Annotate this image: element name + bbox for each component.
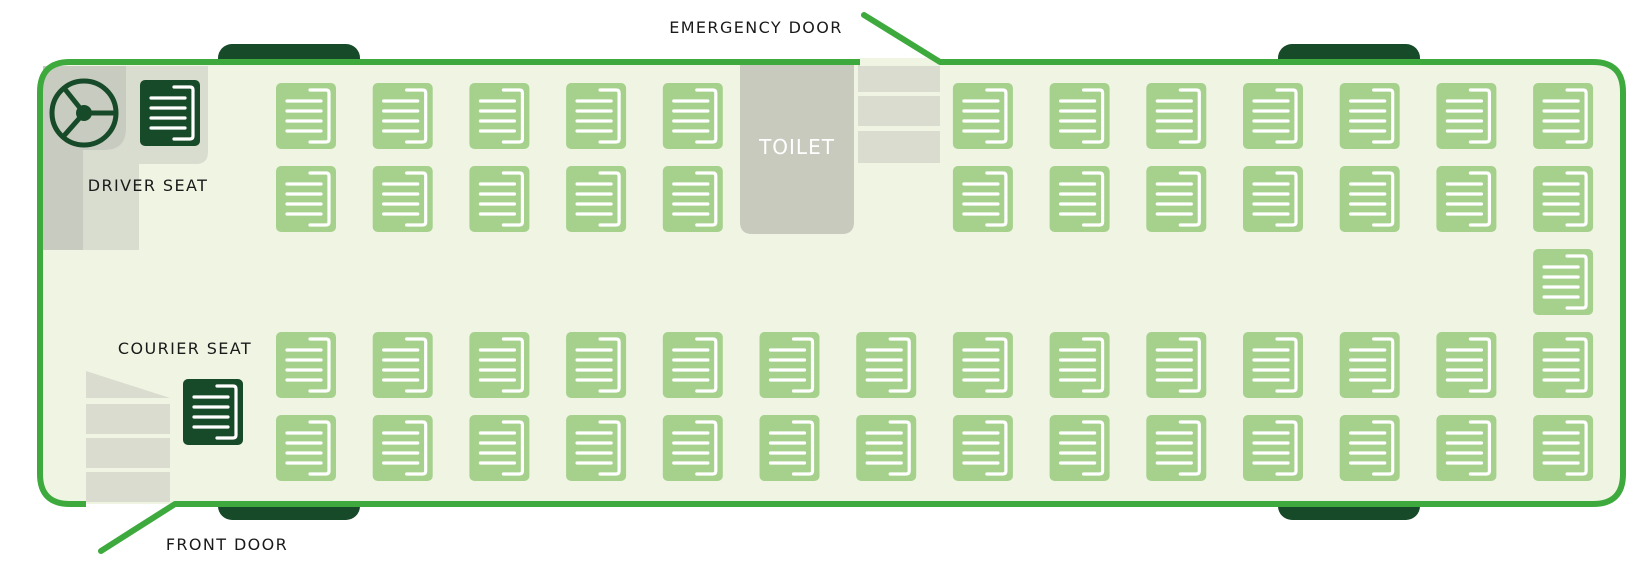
toilet-area: TOILET (740, 64, 854, 234)
passenger-seat-icon[interactable] (274, 330, 338, 400)
passenger-seat-icon[interactable] (1338, 413, 1402, 483)
passenger-seat-icon[interactable] (1434, 413, 1499, 483)
passenger-seat-icon[interactable] (1338, 81, 1402, 151)
passenger-seat-icon[interactable] (371, 330, 435, 400)
passenger-seat-icon[interactable] (1434, 81, 1499, 151)
passenger-seat-icon[interactable] (1047, 81, 1112, 151)
passenger-seat-icon[interactable] (1338, 330, 1402, 400)
passenger-seat-icon[interactable] (1531, 413, 1595, 483)
courier-seat-label: COURIER SEAT (118, 339, 252, 358)
passenger-seat-icon[interactable] (1241, 330, 1305, 400)
passenger-seat-icon[interactable] (564, 413, 628, 483)
passenger-seat-icon[interactable] (564, 81, 628, 151)
passenger-seat-icon[interactable] (467, 81, 532, 151)
front-door-label: FRONT DOOR (166, 535, 288, 554)
driver-seat-label: DRIVER SEAT (88, 176, 209, 195)
passenger-seat-icon[interactable] (757, 413, 822, 483)
passenger-seat-icon[interactable] (1241, 413, 1305, 483)
passenger-seat-icon[interactable] (371, 81, 435, 151)
passenger-seat-icon[interactable] (854, 330, 918, 400)
passenger-seat-icon[interactable] (661, 413, 725, 483)
passenger-seat-icon[interactable] (1531, 330, 1595, 400)
driver-seat-icon[interactable] (138, 78, 202, 148)
toilet-label: TOILET (758, 135, 835, 159)
passenger-seat-icon[interactable] (467, 330, 532, 400)
emergency-door-gap (860, 58, 940, 66)
passenger-seat-icon[interactable] (1241, 81, 1305, 151)
passenger-seat-icon[interactable] (661, 330, 725, 400)
passenger-seat-icon[interactable] (467, 164, 532, 234)
front-door-steps (86, 371, 170, 502)
passenger-seat-icon[interactable] (564, 330, 628, 400)
passenger-seat-icon[interactable] (1338, 164, 1402, 234)
passenger-seat-icon[interactable] (1047, 413, 1112, 483)
passenger-seat-icon[interactable] (467, 413, 532, 483)
passenger-seat-icon[interactable] (274, 81, 338, 151)
passenger-seat-icon[interactable] (1047, 164, 1112, 234)
passenger-seat-icon[interactable] (661, 164, 725, 234)
passenger-seat-icon[interactable] (1144, 81, 1208, 151)
passenger-seat-icon[interactable] (1434, 330, 1499, 400)
emergency-door[interactable] (861, 12, 943, 65)
steering-wheel-icon (49, 78, 119, 148)
passenger-seat-icon[interactable] (564, 164, 628, 234)
passenger-seat-icon[interactable] (1531, 81, 1595, 151)
passenger-seat-icon[interactable] (274, 164, 338, 234)
passenger-seat-icon[interactable] (757, 330, 822, 400)
driver-cabin-shadow-curve (83, 66, 126, 150)
passenger-seat-icon[interactable] (371, 413, 435, 483)
passenger-seat-icon[interactable] (1241, 164, 1305, 234)
emergency-door-label: EMERGENCY DOOR (669, 18, 843, 37)
passenger-seat-icon[interactable] (1144, 330, 1208, 400)
passenger-seat-icon[interactable] (854, 413, 918, 483)
passenger-seat-icon[interactable] (951, 330, 1015, 400)
passenger-seat-icon[interactable] (371, 164, 435, 234)
bus-body (40, 62, 1623, 504)
courier-seat-icon[interactable] (181, 377, 245, 447)
passenger-seat-icon[interactable] (1531, 164, 1595, 234)
passenger-seat-icon[interactable] (1047, 330, 1112, 400)
front-door[interactable] (98, 501, 178, 554)
emergency-door-steps (858, 64, 940, 163)
passenger-seat-icon[interactable] (1434, 164, 1499, 234)
bus-outline (37, 59, 1626, 507)
passenger-seat-icon[interactable] (274, 413, 338, 483)
passenger-seat-icon[interactable] (951, 413, 1015, 483)
passenger-seat-icon[interactable] (1531, 247, 1595, 317)
driver-cabin-shadow (43, 66, 83, 250)
passenger-seat-icon[interactable] (661, 81, 725, 151)
passenger-seat-icon[interactable] (1144, 413, 1208, 483)
passenger-seat-icon[interactable] (951, 81, 1015, 151)
passenger-seat-icon[interactable] (951, 164, 1015, 234)
passenger-seat-icon[interactable] (1144, 164, 1208, 234)
